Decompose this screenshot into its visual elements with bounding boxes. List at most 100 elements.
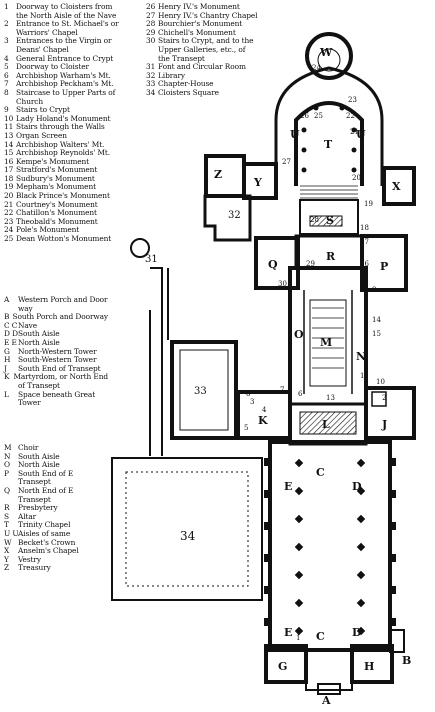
legend-key: Y — [4, 554, 9, 564]
legend-text: South End of Transept — [18, 363, 101, 373]
plan-label-m: M — [320, 336, 332, 349]
plan-label-y: Y — [253, 176, 262, 189]
plan-num-17: 17 — [360, 238, 369, 246]
legend-key: 21 — [4, 199, 14, 209]
legend-text: Courtney's Monument — [16, 199, 98, 209]
plan-num-1: 1 — [296, 634, 300, 642]
legend-item: Tower — [4, 399, 108, 408]
presbytery — [294, 234, 364, 270]
legend-text: Black Prince's Monument — [16, 191, 110, 201]
legend-key: 17 — [4, 165, 14, 175]
legend-key: 23 — [4, 216, 14, 226]
legend-text: South Aisle — [18, 451, 60, 461]
legend-key: 20 — [4, 191, 14, 201]
legend-text: Trinity Chapel — [18, 520, 71, 530]
legend-key: 26 — [146, 2, 156, 11]
legend-key: M — [4, 443, 12, 452]
legend-key: N — [4, 451, 11, 461]
plan-num-15: 15 — [372, 330, 381, 338]
legend-key: 31 — [146, 62, 156, 72]
legend-text: Doorway to Cloisters from — [16, 2, 113, 11]
legend-text: Archbishop Warham's Mt. — [16, 70, 111, 80]
plan-label-u: U — [290, 128, 300, 141]
legend-text: Western Porch and Door — [18, 295, 108, 304]
legend-text: Doorway to Cloister — [16, 62, 89, 72]
legend-key: J — [4, 363, 7, 373]
legend-key: E E — [4, 337, 17, 347]
legend-text: Altar — [18, 511, 37, 521]
plan-label-p: P — [380, 260, 388, 273]
aisle-north — [274, 66, 384, 186]
plan-label-n: N — [356, 350, 366, 363]
legend-text: Font and Circular Room — [158, 62, 246, 72]
legend-text: North Aisle — [18, 460, 60, 470]
plan-num-28: 28 — [310, 216, 319, 224]
legend-text: Treasury — [18, 563, 51, 573]
legend-text: Entrances to the Virgin or — [16, 36, 112, 46]
plan-num-21: 21 — [350, 128, 359, 136]
legend-key: Z — [4, 563, 10, 573]
legend-text: South Aisle — [18, 329, 60, 339]
plan-label-o: O — [294, 328, 304, 341]
plan-label-j: J — [381, 418, 387, 431]
legend-item: the Transept — [146, 54, 286, 64]
plan-label-e: E — [284, 626, 292, 639]
legend-key: W — [4, 537, 12, 547]
legend-text: Chapter-House — [158, 79, 214, 89]
legend-item: Warriors' Chapel — [4, 28, 140, 38]
treasury — [204, 154, 246, 198]
legend-text: Kempe's Monument — [16, 156, 90, 166]
legend-key: B — [4, 312, 10, 322]
legend-key: K — [4, 372, 10, 382]
legend-key: 28 — [146, 19, 156, 29]
beckets-crown — [305, 32, 353, 80]
legend-text: Chatillon's Monument — [16, 208, 97, 218]
plan-num-8: 8 — [246, 390, 250, 398]
martyrdom-north-transept — [236, 390, 292, 440]
plan-num-26: 26 — [300, 112, 309, 120]
plan-num-19: 19 — [364, 200, 373, 208]
legend-key: 13 — [4, 130, 14, 140]
legend-key: C C — [4, 320, 18, 330]
legend-text: Theobald's Monument — [16, 216, 98, 226]
legend-text: Library — [158, 70, 185, 80]
plan-num-33: 33 — [194, 386, 207, 397]
legend-item: of Transept — [4, 380, 108, 391]
plan-num-30: 30 — [278, 280, 287, 288]
legend-key: 34 — [146, 87, 156, 97]
legend-text: General Entrance to Crypt — [16, 53, 114, 63]
plan-label-k: K — [258, 414, 268, 427]
legend-text: Lady Holand's Monument — [16, 113, 111, 123]
legend-item: Z Treasury — [4, 564, 114, 573]
legend-text: Sudbury's Monument — [16, 173, 95, 183]
legend-text: of Transept — [18, 380, 60, 390]
plan-num-20: 20 — [352, 174, 361, 182]
legend-key: 3 — [4, 36, 9, 46]
legend-text: Archbishop Peckham's Mt. — [16, 79, 114, 89]
legend-key: T — [4, 520, 9, 530]
legend-key: A — [4, 295, 10, 304]
trinity-chapel — [294, 101, 364, 186]
plan-label-z: Z — [214, 168, 222, 181]
legend-key: R — [4, 503, 10, 513]
legend-item: way — [4, 304, 108, 314]
legend-text: Aisles of same — [18, 528, 71, 538]
legend-item: the North Aisle of the Nave — [4, 11, 140, 21]
legend-item: Church — [4, 97, 140, 107]
legend-key: 22 — [4, 208, 14, 218]
